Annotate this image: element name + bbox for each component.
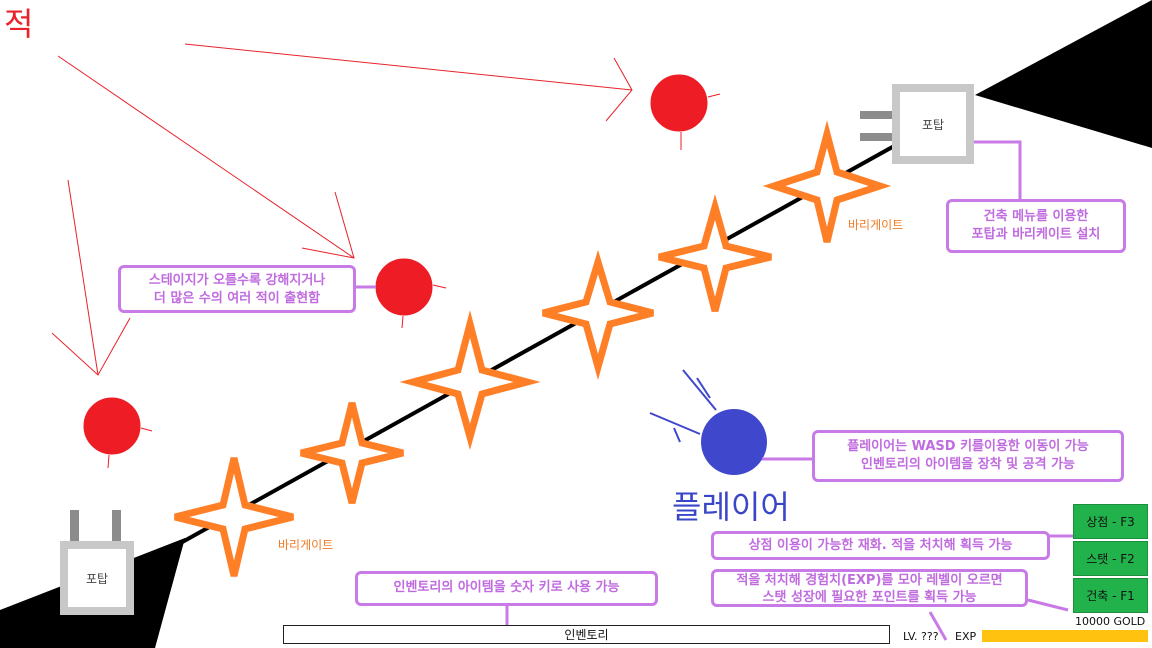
gold-callout: 상점 이용이 가능한 재화. 적을 처치해 획득 가능: [711, 531, 1050, 560]
build-callout: 건축 메뉴를 이용한 포탑과 바리케이트 설치: [946, 199, 1126, 253]
wall-top-right: [975, 0, 1152, 148]
player-character: [701, 409, 767, 475]
inventory-bar[interactable]: 인벤토리: [283, 625, 890, 644]
build-button[interactable]: 건축 - F1: [1073, 578, 1148, 613]
barricade-label-bottom: 바리게이트: [278, 538, 334, 552]
enemy-arrows: [51, 43, 633, 376]
player-label: 플레이어: [672, 488, 790, 526]
barricade-star-4: [542, 249, 654, 381]
player-group: [649, 369, 767, 475]
inventory-callout: 인벤토리의 아이템을 숫자 키로 사용 가능: [355, 571, 658, 606]
shop-button[interactable]: 상점 - F3: [1073, 504, 1148, 539]
enemy-callout: 스테이지가 오를수록 강해지거나 더 많은 수의 여러 적이 출현함: [118, 265, 356, 313]
tower-top-right: 포탑: [892, 84, 974, 164]
enemy: [83, 74, 721, 469]
tower-label-bottom: 포탑: [68, 549, 126, 607]
barricade-star-6: [762, 120, 892, 243]
stat-button[interactable]: 스탯 - F2: [1073, 541, 1148, 576]
tower-prongs: [70, 111, 894, 544]
enemy-label: 적: [4, 5, 34, 43]
exp-bar: [982, 630, 1148, 642]
barricade-label-top: 바리게이트: [848, 218, 904, 232]
exp-label: EXP: [955, 630, 977, 643]
barricade-star-1: [174, 457, 294, 577]
barricades: [174, 120, 892, 577]
enemy-2: [375, 258, 433, 316]
barricade-line: [149, 138, 906, 562]
gold-display: 10000 GOLD: [1075, 615, 1146, 628]
tower-bottom-left: 포탑: [60, 541, 134, 615]
tower-label-top: 포탑: [900, 92, 966, 156]
barricade-star-5: [658, 194, 772, 312]
enemy-3: [83, 397, 141, 455]
player-callout: 플레이어는 WASD 키를이용한 이동이 가능 인벤토리의 아이템을 장착 및 …: [812, 430, 1124, 482]
level-display: LV. ???: [903, 630, 939, 643]
enemy-1: [650, 74, 708, 132]
barricade-star-2: [300, 402, 404, 504]
exp-callout: 적을 처치해 경험치(EXP)를 모아 레벨이 오르면 스탯 성장에 필요한 포…: [711, 569, 1028, 607]
barricade-star-3: [399, 310, 541, 451]
